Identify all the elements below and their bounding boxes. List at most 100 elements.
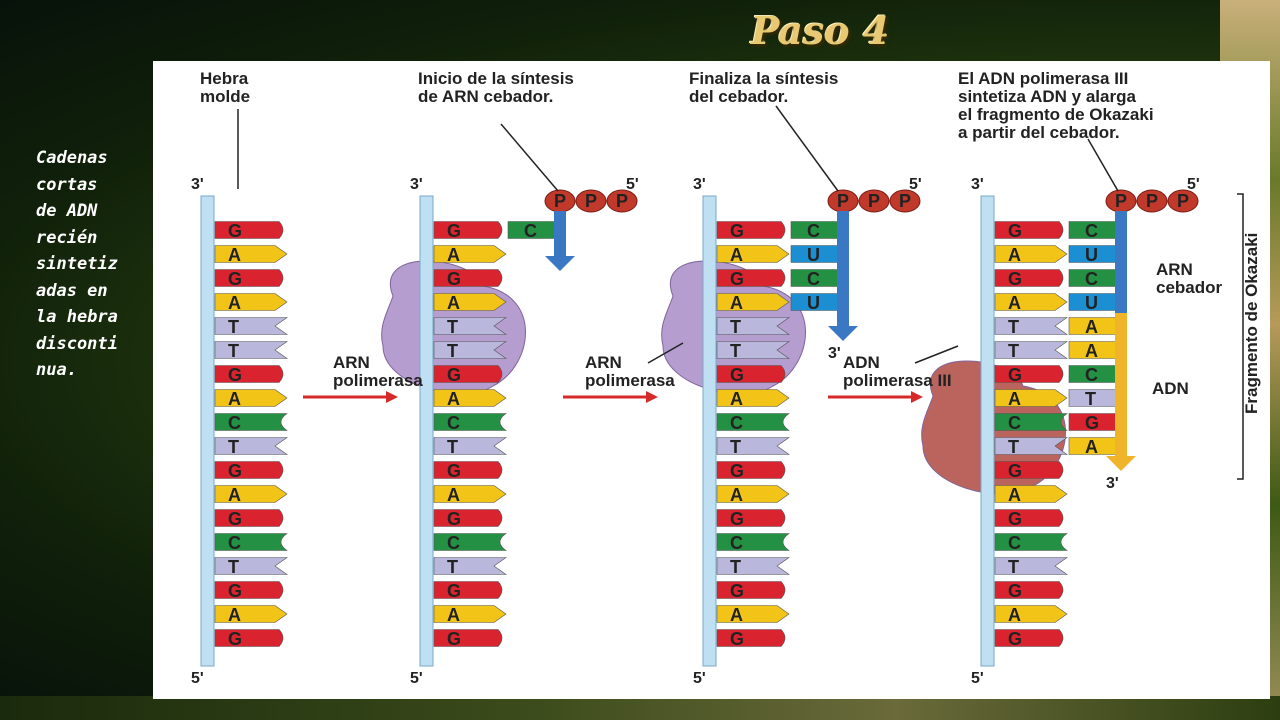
phosphate-label: P xyxy=(1115,191,1127,211)
template-base-label: G xyxy=(1008,365,1022,385)
template-base-label: C xyxy=(228,413,241,433)
template-base-label: T xyxy=(447,341,458,361)
end-label-5prime: 5' xyxy=(971,670,984,687)
phosphate-label: P xyxy=(1146,191,1158,211)
template-base-label: G xyxy=(1008,461,1022,481)
template-base xyxy=(214,461,284,479)
primer-arrow-shaft xyxy=(554,211,566,256)
template-base-label: T xyxy=(228,341,239,361)
dna-arrow-shaft xyxy=(1115,313,1127,456)
template-base xyxy=(214,389,288,407)
template-base xyxy=(214,629,284,647)
template-base xyxy=(433,605,507,623)
template-base-label: T xyxy=(228,437,239,457)
phosphate-label: P xyxy=(868,191,880,211)
phosphate-label: P xyxy=(837,191,849,211)
phosphate-group xyxy=(1167,189,1199,213)
template-base-label: A xyxy=(1008,389,1021,409)
template-base-label: A xyxy=(1008,293,1021,313)
template-base xyxy=(214,413,288,431)
primer-base-label: U xyxy=(807,293,820,313)
template-base xyxy=(716,581,786,599)
template-base-label: G xyxy=(228,581,242,601)
phosphate-group xyxy=(575,189,607,213)
stage-caption: Inicio de la síntesis xyxy=(418,69,574,88)
phosphate-label: P xyxy=(899,191,911,211)
template-base xyxy=(214,485,288,503)
template-base-label: A xyxy=(228,485,241,505)
replication-diagram: 3'5'GAGATTGACTGAGCTGAG3'5'GAGATTGACTGAGC… xyxy=(191,69,1261,687)
template-base xyxy=(716,269,786,287)
dna-polymerase-label: polimerasa III xyxy=(843,371,952,390)
template-base xyxy=(433,509,503,527)
primer-base-label: U xyxy=(1085,293,1098,313)
primer-base-label: U xyxy=(807,245,820,265)
template-base-label: C xyxy=(228,533,241,553)
caption-pointer xyxy=(775,105,839,192)
template-base xyxy=(994,317,1068,335)
template-base xyxy=(716,437,790,455)
template-base-label: G xyxy=(447,509,461,529)
template-base xyxy=(994,509,1064,527)
template-base-label: G xyxy=(228,509,242,529)
arrow-head xyxy=(545,256,575,271)
template-base xyxy=(433,461,503,479)
template-base-label: G xyxy=(447,269,461,289)
template-base-label: A xyxy=(730,485,743,505)
template-base xyxy=(716,485,790,503)
end-label-5prime: 5' xyxy=(693,670,706,687)
phosphate-label: P xyxy=(616,191,628,211)
okazaki-base-label: T xyxy=(1085,389,1096,409)
template-base xyxy=(433,221,503,239)
template-base-label: A xyxy=(1008,245,1021,265)
template-base xyxy=(214,221,284,239)
end-label-5prime: 5' xyxy=(626,176,639,193)
okazaki-base-label: A xyxy=(1085,437,1098,457)
template-base xyxy=(214,269,284,287)
template-base xyxy=(214,245,288,263)
okazaki-base-label: A xyxy=(1085,317,1098,337)
rna-polymerase-label: polimerasa xyxy=(333,371,423,390)
template-base xyxy=(433,293,507,311)
reaction-arrow-head xyxy=(386,391,398,403)
background-foliage-bottom xyxy=(0,696,1280,720)
template-base xyxy=(433,245,507,263)
rna-polymerase-label: ARN xyxy=(585,353,622,372)
template-base-label: A xyxy=(228,245,241,265)
stage-caption: El ADN polimerasa III xyxy=(958,69,1128,88)
template-base-label: G xyxy=(730,461,744,481)
okazaki-base-label: A xyxy=(1085,341,1098,361)
template-base-label: G xyxy=(228,269,242,289)
template-base xyxy=(433,629,503,647)
template-base xyxy=(994,365,1064,383)
template-base-label: C xyxy=(447,533,460,553)
primer-base-label: C xyxy=(807,269,820,289)
template-strand xyxy=(980,195,995,667)
template-base-label: A xyxy=(1008,485,1021,505)
phosphate-label: P xyxy=(554,191,566,211)
phosphate-label: P xyxy=(585,191,597,211)
primer-base-label: C xyxy=(1085,269,1098,289)
template-base-label: G xyxy=(730,509,744,529)
template-base-label: A xyxy=(447,485,460,505)
label-pointer xyxy=(914,345,959,364)
phosphate-label: P xyxy=(1177,191,1189,211)
template-base xyxy=(716,389,790,407)
arrow-head xyxy=(828,326,858,341)
template-base-label: A xyxy=(730,293,743,313)
arrow-head xyxy=(1106,456,1136,471)
template-base-label: A xyxy=(228,389,241,409)
template-strand xyxy=(419,195,434,667)
template-strand xyxy=(200,195,215,667)
rna-polymerase-label: ARN xyxy=(333,353,370,372)
template-base-label: G xyxy=(447,629,461,649)
stage-caption: Hebra xyxy=(200,69,249,88)
template-base xyxy=(214,557,288,575)
template-base xyxy=(214,581,284,599)
template-base xyxy=(433,557,507,575)
template-base-label: G xyxy=(228,461,242,481)
rna-primer-label: ARN xyxy=(1156,260,1193,279)
template-base xyxy=(994,605,1068,623)
template-base-label: A xyxy=(447,293,460,313)
